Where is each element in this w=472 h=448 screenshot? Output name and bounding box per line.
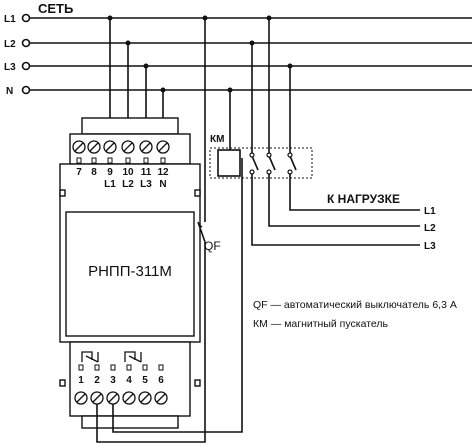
screw-terminal-4 bbox=[122, 391, 136, 405]
relay-model-label: РНПП-311М bbox=[88, 263, 172, 280]
bottom-terminal-numbers: 1 2 3 4 5 6 bbox=[78, 375, 164, 386]
bottom-number-2: 2 bbox=[94, 375, 100, 386]
screw-terminal-1 bbox=[74, 391, 88, 405]
load-label-l2: L2 bbox=[424, 223, 436, 234]
screw-terminal-8 bbox=[87, 140, 101, 154]
top-phase-l1: L1 bbox=[104, 179, 116, 190]
junction-dots bbox=[107, 15, 293, 93]
supply-label-l3: L3 bbox=[4, 62, 16, 73]
contactor-enclosure bbox=[209, 147, 313, 179]
supply-label-l1: L1 bbox=[4, 14, 16, 25]
bottom-contact-marks bbox=[78, 364, 164, 371]
screw-terminal-12 bbox=[156, 140, 170, 154]
contact-group-1 bbox=[81, 351, 93, 362]
legend-item-km: КМ — магнитный пускатель bbox=[253, 318, 388, 330]
top-number-8: 8 bbox=[91, 167, 97, 178]
bottom-number-4: 4 bbox=[126, 375, 132, 386]
terminal-n bbox=[21, 85, 31, 95]
load-label-l1: L1 bbox=[424, 206, 436, 217]
legend-item-qf: QF — автоматический выключатель 6,3 А bbox=[253, 299, 457, 311]
legend: QF — автоматический выключатель 6,3 А КМ… bbox=[253, 299, 457, 330]
screw-terminal-11 bbox=[139, 140, 153, 154]
top-contact-marks bbox=[76, 157, 166, 164]
screw-terminal-10 bbox=[121, 140, 135, 154]
load-wires bbox=[251, 174, 420, 246]
screw-terminal-7 bbox=[72, 140, 86, 154]
supply-label-n: N bbox=[6, 86, 13, 97]
top-phase-l2: L2 bbox=[122, 179, 134, 190]
bottom-number-1: 1 bbox=[78, 375, 84, 386]
bottom-number-5: 5 bbox=[142, 375, 148, 386]
control-wiring bbox=[96, 18, 243, 443]
supply-title: СЕТЬ bbox=[38, 1, 73, 16]
contactor-poles bbox=[251, 18, 297, 171]
relay-output-contacts bbox=[81, 351, 142, 363]
top-number-10: 10 bbox=[122, 167, 134, 178]
top-number-9: 9 bbox=[107, 167, 113, 178]
pole-3 bbox=[289, 155, 297, 171]
load-title: К НАГРУЗКЕ bbox=[327, 192, 400, 206]
relay-top-terminals bbox=[72, 140, 170, 154]
top-terminal-numbers: 7 8 9 10 11 12 L1 L2 L3 N bbox=[76, 167, 169, 190]
load-label-l3: L3 bbox=[424, 241, 436, 252]
contactor-contact-points bbox=[249, 152, 293, 175]
top-phase-l3: L3 bbox=[140, 179, 152, 190]
screw-terminal-3 bbox=[106, 391, 120, 405]
bottom-number-3: 3 bbox=[110, 375, 116, 386]
top-number-11: 11 bbox=[141, 167, 152, 178]
contactor-label: КМ bbox=[210, 134, 224, 145]
breaker-label: QF bbox=[204, 239, 221, 253]
terminal-l3 bbox=[21, 61, 31, 71]
bottom-number-6: 6 bbox=[158, 375, 164, 386]
supply-label-l2: L2 bbox=[4, 39, 16, 50]
contact-group-2 bbox=[124, 351, 136, 362]
screw-terminal-2 bbox=[90, 391, 104, 405]
pole-1 bbox=[251, 155, 259, 171]
breaker-qf bbox=[197, 221, 206, 243]
screw-terminal-6 bbox=[154, 391, 168, 405]
terminal-l2 bbox=[21, 38, 31, 48]
screw-terminal-5 bbox=[138, 391, 152, 405]
supply-bus bbox=[21, 13, 472, 95]
top-number-7: 7 bbox=[76, 167, 82, 178]
top-number-12: 12 bbox=[157, 167, 169, 178]
terminal-l1 bbox=[21, 13, 31, 23]
contactor-coil bbox=[217, 149, 241, 177]
top-phase-n: N bbox=[159, 179, 166, 190]
screw-terminal-9 bbox=[103, 140, 117, 154]
pole-2 bbox=[268, 155, 276, 171]
